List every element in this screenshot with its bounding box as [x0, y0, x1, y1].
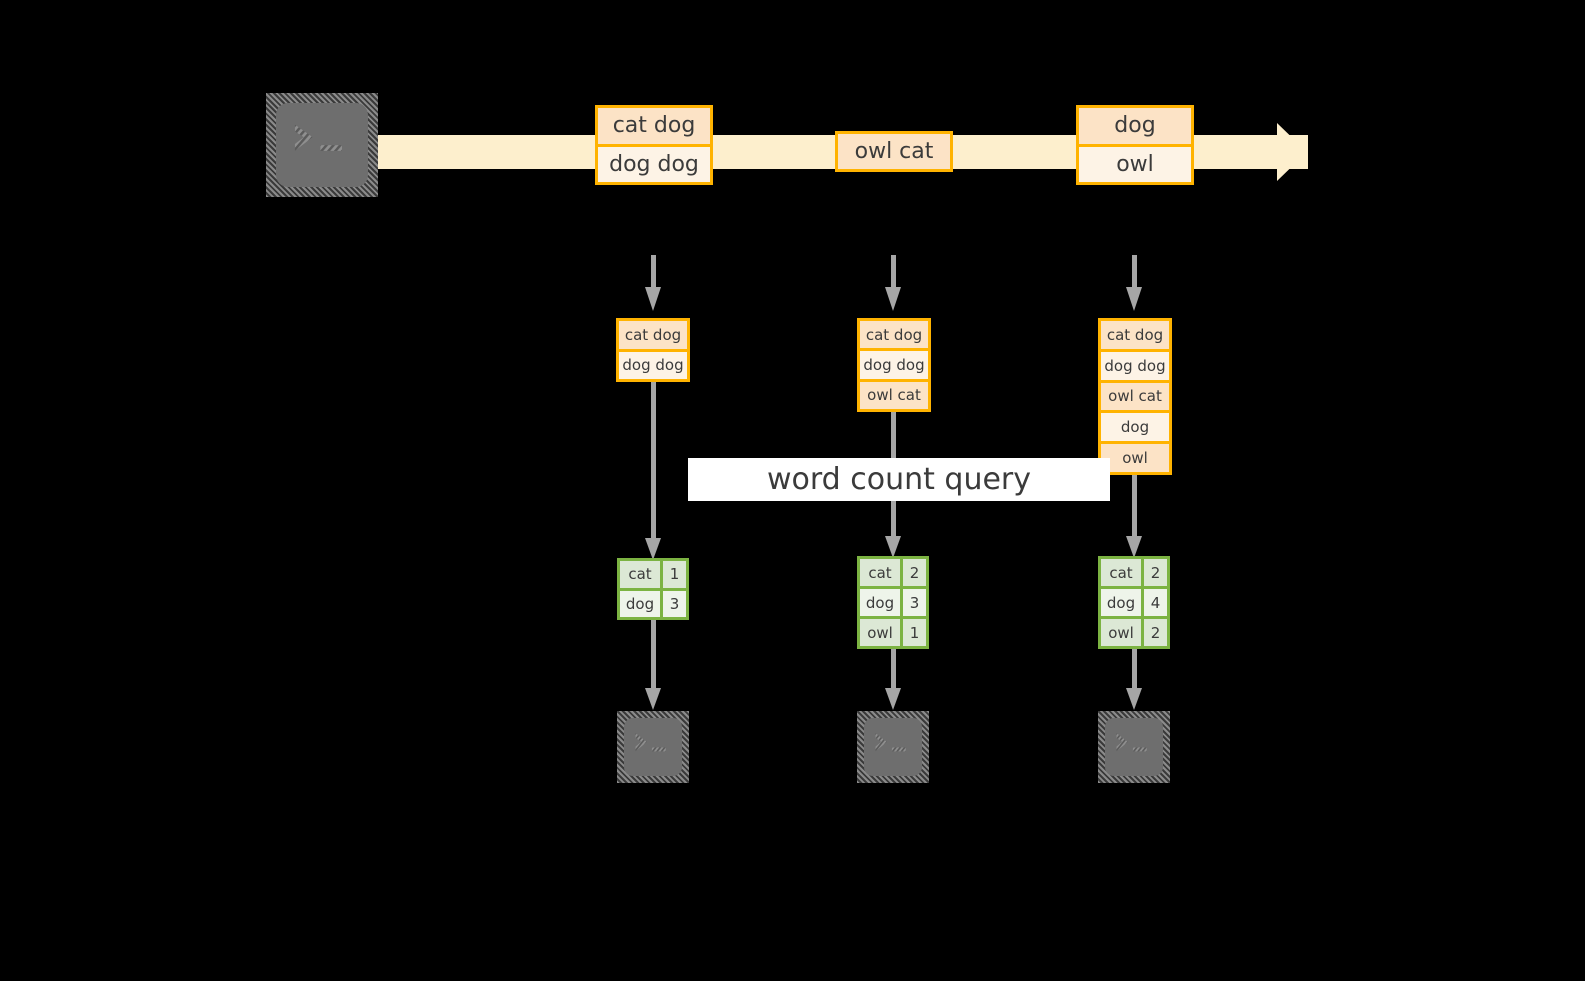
snapshot-3-result-table[interactable]: cat 2 dog 4 owl 2 — [1098, 556, 1170, 649]
snapshot-1-query-line — [651, 382, 656, 538]
snapshot-2-query-arrowhead — [885, 536, 901, 558]
input-line: owl — [1101, 441, 1169, 472]
event-line: cat dog — [598, 108, 710, 144]
query-banner-label: word count query — [766, 462, 1032, 497]
terminal-prompt-glyph — [291, 120, 354, 166]
result-count: 2 — [1141, 619, 1167, 646]
snapshot-2-input-table[interactable]: cat dog dog dog owl cat — [857, 318, 931, 412]
snapshot-1-sink-arrowhead — [645, 688, 661, 710]
snapshot-2-sink-line — [891, 649, 896, 688]
snapshot-1-dashed-line — [651, 255, 656, 287]
snapshot-3-query-line — [1132, 475, 1137, 536]
snapshot-3-query-arrowhead — [1126, 536, 1142, 558]
event-line: dog — [1079, 108, 1191, 144]
result-word: cat — [1101, 559, 1141, 586]
result-count: 3 — [660, 590, 686, 617]
event-line: owl — [1079, 143, 1191, 182]
snapshot-1-sink-terminal-icon[interactable] — [617, 711, 689, 783]
input-line: cat dog — [619, 321, 687, 349]
table-row: cat 2 — [860, 559, 926, 586]
snapshot-3-input-table[interactable]: cat dog dog dog owl cat dog owl — [1098, 318, 1172, 475]
timeline-arrowhead — [1277, 123, 1307, 181]
terminal-prompt-glyph — [633, 730, 673, 762]
result-word: owl — [1101, 619, 1141, 646]
snapshot-3-dashed-line — [1132, 255, 1137, 287]
table-row: cat 1 — [620, 561, 686, 588]
result-count: 1 — [900, 619, 926, 646]
snapshot-1-input-table[interactable]: cat dog dog dog — [616, 318, 690, 382]
snapshot-2-result-table[interactable]: cat 2 dog 3 owl 1 — [857, 556, 929, 649]
table-row: dog 3 — [860, 586, 926, 616]
input-line: owl cat — [860, 378, 928, 409]
table-row: owl 1 — [860, 616, 926, 646]
result-count: 1 — [660, 561, 686, 588]
snapshot-1-dashed-arrowhead — [645, 287, 661, 311]
result-count: 4 — [1141, 589, 1167, 616]
snapshot-2-sink-terminal-icon[interactable] — [857, 711, 929, 783]
input-line: dog — [1101, 410, 1169, 442]
table-row: owl 2 — [1101, 616, 1167, 646]
result-count: 2 — [1141, 559, 1167, 586]
timeline-event-group-1[interactable]: cat dog dog dog — [595, 105, 713, 185]
input-line: cat dog — [860, 321, 928, 349]
result-word: owl — [860, 619, 900, 646]
timeline-event-group-2[interactable]: owl cat — [835, 131, 953, 172]
query-banner: word count query — [688, 458, 1110, 501]
snapshot-1-result-table[interactable]: cat 1 dog 3 — [617, 558, 689, 620]
event-line: dog dog — [598, 143, 710, 182]
timeline-event-group-3[interactable]: dog owl — [1076, 105, 1194, 185]
result-word: dog — [620, 590, 660, 617]
terminal-body — [624, 718, 682, 776]
result-word: cat — [860, 559, 900, 586]
table-row: dog 3 — [620, 587, 686, 617]
terminal-body — [864, 718, 922, 776]
event-line: owl cat — [838, 134, 950, 169]
snapshot-2-dashed-line — [891, 255, 896, 287]
snapshot-1-query-arrowhead — [645, 538, 661, 560]
result-word: cat — [620, 561, 660, 588]
snapshot-2-sink-arrowhead — [885, 688, 901, 710]
terminal-body — [276, 103, 368, 187]
result-word: dog — [1101, 589, 1141, 616]
result-count: 2 — [900, 559, 926, 586]
terminal-body — [1105, 718, 1163, 776]
table-row: dog 4 — [1101, 586, 1167, 616]
input-line: owl cat — [1101, 379, 1169, 411]
snapshot-2-dashed-arrowhead — [885, 287, 901, 311]
input-line: dog dog — [860, 348, 928, 379]
terminal-prompt-glyph — [1114, 730, 1154, 762]
input-line: dog dog — [1101, 348, 1169, 380]
input-line: cat dog — [1101, 321, 1169, 349]
snapshot-3-sink-arrowhead — [1126, 688, 1142, 710]
snapshot-3-dashed-arrowhead — [1126, 287, 1142, 311]
source-terminal-icon[interactable] — [266, 93, 378, 197]
snapshot-1-sink-line — [651, 620, 656, 688]
snapshot-3-sink-line — [1132, 649, 1137, 688]
input-line: dog dog — [619, 348, 687, 379]
result-word: dog — [860, 589, 900, 616]
table-row: cat 2 — [1101, 559, 1167, 586]
snapshot-3-sink-terminal-icon[interactable] — [1098, 711, 1170, 783]
result-count: 3 — [900, 589, 926, 616]
terminal-prompt-glyph — [873, 730, 913, 762]
